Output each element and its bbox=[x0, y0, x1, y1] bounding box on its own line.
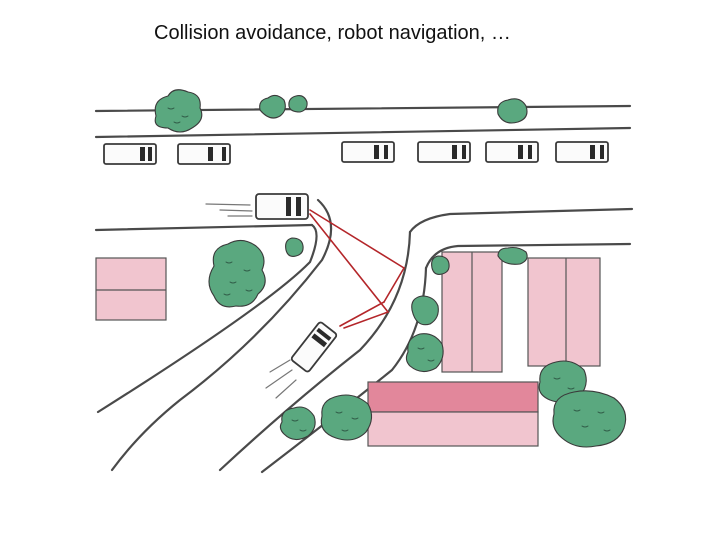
tree-icon bbox=[405, 333, 444, 373]
trees bbox=[154, 89, 627, 448]
parked-car bbox=[555, 141, 609, 163]
tree-icon bbox=[320, 394, 373, 441]
top-road-lower-edge bbox=[94, 126, 632, 139]
sensor-ray bbox=[309, 213, 389, 313]
left-block-top-edge bbox=[94, 223, 314, 232]
building-left bbox=[95, 257, 167, 321]
building-middle-lots bbox=[441, 251, 503, 373]
left-block-curve-edge bbox=[96, 223, 318, 414]
sensor-ray bbox=[343, 311, 389, 329]
parked-car bbox=[417, 141, 471, 163]
right-block-inner-edge bbox=[424, 242, 632, 270]
slide-title: Collision avoidance, robot navigation, … bbox=[154, 22, 511, 44]
tree-icon bbox=[288, 95, 308, 113]
parked-car bbox=[103, 143, 157, 165]
tree-icon bbox=[285, 237, 304, 257]
tree-icon bbox=[279, 406, 316, 441]
sensing-car bbox=[205, 193, 309, 220]
buildings bbox=[95, 251, 601, 447]
tree-icon bbox=[259, 94, 286, 119]
parked-car bbox=[341, 141, 395, 163]
building-bottom bbox=[367, 381, 539, 447]
parked-cars-row bbox=[103, 141, 609, 165]
tree-icon bbox=[431, 255, 450, 275]
main-road-left-edge bbox=[110, 198, 333, 472]
right-block-top-edge bbox=[408, 207, 634, 234]
tree-icon bbox=[411, 295, 439, 326]
tree-icon bbox=[497, 98, 528, 124]
parked-car bbox=[485, 141, 539, 163]
main-road-right-edge bbox=[218, 230, 412, 472]
tree-icon bbox=[497, 246, 528, 265]
sensor-rays bbox=[309, 209, 405, 329]
tree-icon bbox=[552, 390, 627, 448]
oncoming-car bbox=[265, 321, 338, 399]
parked-car bbox=[177, 143, 231, 165]
tree-icon bbox=[208, 239, 266, 308]
sensor-ray bbox=[339, 301, 385, 327]
tree-icon bbox=[154, 89, 203, 133]
sensor-ray bbox=[383, 267, 405, 303]
building-right bbox=[527, 257, 601, 367]
sensor-ray bbox=[309, 209, 405, 269]
